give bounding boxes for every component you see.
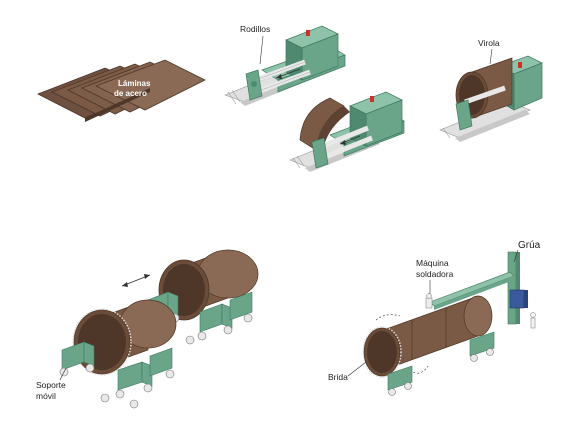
rolling-machine-1: Rodillos <box>224 24 346 106</box>
label-laminas-line1: Láminas <box>118 79 151 88</box>
cylinders-on-supports: Soporte móvil <box>36 249 259 409</box>
label-soporte-line1: Soporte <box>36 380 66 390</box>
label-laminas-line2: de acero <box>114 89 147 98</box>
welding-station: Grúa Máquina soldadora Brida <box>328 240 541 396</box>
rolling-machine-2 <box>289 91 405 172</box>
label-brida: Brida <box>328 372 348 382</box>
virola-machine: Virola <box>439 38 543 142</box>
label-grua: Grúa <box>518 240 541 251</box>
label-virola: Virola <box>478 38 500 48</box>
steel-sheets: Láminas de acero <box>37 59 206 122</box>
label-soporte-line2: móvil <box>36 391 56 401</box>
label-rodillos: Rodillos <box>240 24 270 34</box>
label-maquina-line2: soldadora <box>416 269 454 279</box>
label-maquina-line1: Máquina <box>416 258 449 268</box>
